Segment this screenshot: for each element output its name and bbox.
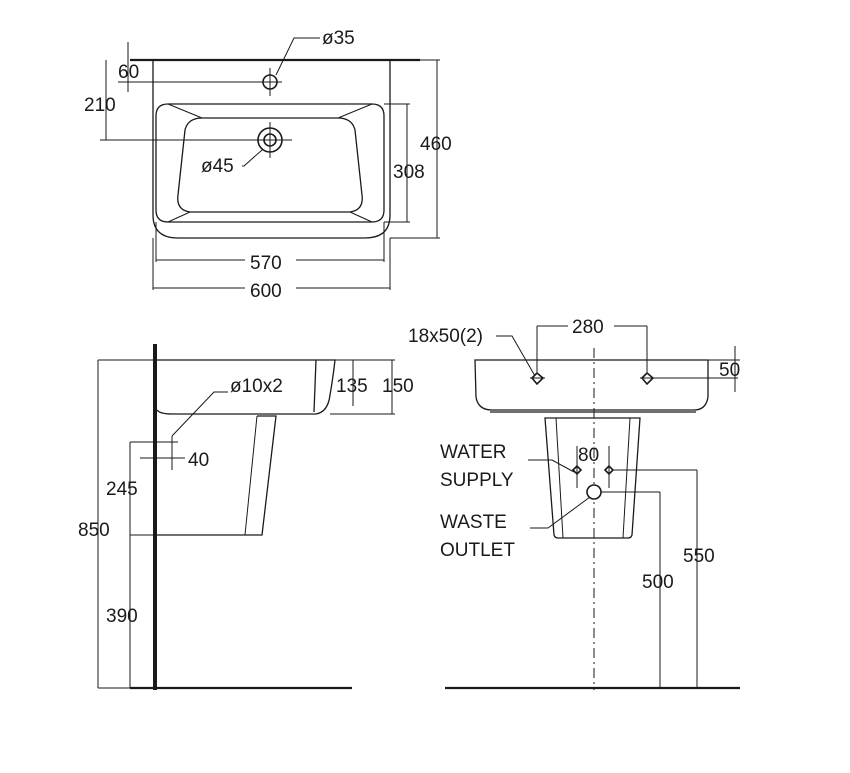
dim-390-label: 390 <box>106 606 138 627</box>
dim-60-label: 60 <box>118 62 139 83</box>
supply-spacing-label: 80 <box>578 445 599 466</box>
dim-460-label: 460 <box>420 134 452 155</box>
dim-135-label: 135 <box>336 376 368 397</box>
pedestal-inner <box>244 415 258 536</box>
bowl-chamfer <box>167 103 203 119</box>
top-view: ø35 60 210 ø45 460 308 570 600 <box>84 28 452 302</box>
tap-hole-leader <box>275 37 320 76</box>
fixing-hole-leader <box>171 391 228 437</box>
dim-245-label: 245 <box>106 479 138 500</box>
dim-308-label: 308 <box>393 162 425 183</box>
dim-600-label: 600 <box>250 281 282 302</box>
basin-outline-plan <box>152 59 391 239</box>
basin-profile-inner <box>313 359 317 413</box>
bowl-chamfer <box>337 103 373 119</box>
pedestal-front-inner <box>622 417 631 539</box>
dim-150-label: 150 <box>382 376 414 397</box>
front-view: 18x50(2) 280 50 WATER SUPPLY 80 WASTE OU… <box>408 317 740 690</box>
side-view: 135 150 ø10x2 40 245 850 390 <box>78 344 414 690</box>
water-supply-label-2: SUPPLY <box>440 470 514 491</box>
dim-280-label: 280 <box>572 317 604 338</box>
water-supply-label-1: WATER <box>440 442 507 463</box>
basin-front <box>474 359 709 411</box>
waste-outlet-leader <box>530 496 591 529</box>
waste-hole-leader <box>242 149 263 167</box>
waste-outlet-hole <box>586 484 602 500</box>
waste-hole-label: ø45 <box>201 156 234 177</box>
waste-outlet-label-2: OUTLET <box>440 540 515 561</box>
tap-hole-label: ø35 <box>322 28 355 49</box>
bowl-chamfer <box>167 211 191 223</box>
pedestal-front <box>544 417 641 539</box>
basin-profile <box>156 359 336 415</box>
dim-50-label: 50 <box>719 360 740 381</box>
pedestal-profile <box>157 415 277 536</box>
waste-outlet-label-1: WASTE <box>440 512 507 533</box>
dim-570-label: 570 <box>250 253 282 274</box>
bowl-chamfer <box>349 211 373 223</box>
slot-spec-label: 18x50(2) <box>408 326 483 347</box>
water-supply-leader <box>528 459 575 473</box>
dim-40-label: 40 <box>188 450 209 471</box>
dim-550-label: 550 <box>683 546 715 567</box>
fixing-hole-label: ø10x2 <box>230 376 283 397</box>
dim-850-label: 850 <box>78 520 110 541</box>
slot-spec-leader <box>496 335 536 377</box>
dim-500-label: 500 <box>642 572 674 593</box>
dim-210-label: 210 <box>84 95 116 116</box>
